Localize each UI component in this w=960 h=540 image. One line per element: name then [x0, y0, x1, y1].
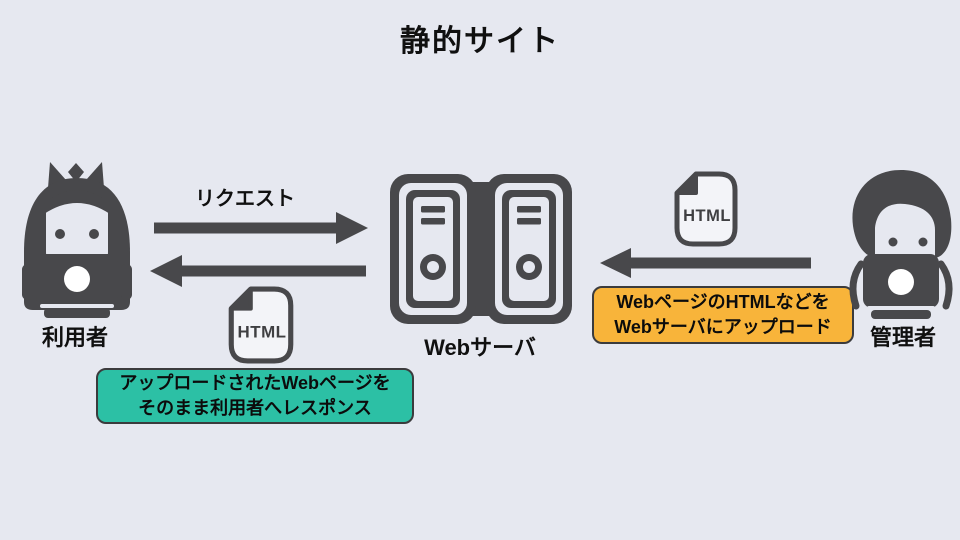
response-arrow-icon	[150, 255, 366, 287]
html-file-text: HTML	[683, 207, 731, 225]
upload-note: WebページのHTMLなどを Webサーバにアップロード	[592, 286, 854, 344]
page-title: 静的サイト	[400, 25, 560, 58]
response-note-line1: アップロードされたWebページを	[119, 372, 391, 393]
server-label: Webサーバ	[424, 335, 536, 360]
response-note-line2: そのまま利用者へレスポンス	[138, 398, 372, 418]
html-file-icon-response: HTML	[228, 286, 294, 364]
upload-note-line1: WebページのHTMLなどを	[616, 291, 830, 312]
upload-note-line2: Webサーバにアップロード	[614, 317, 832, 337]
user-label: 利用者	[41, 325, 108, 350]
request-arrow-icon	[154, 212, 368, 244]
admin-person-icon	[849, 170, 953, 319]
web-server-icon	[390, 174, 572, 324]
user-person-icon	[22, 162, 132, 318]
request-label: リクエスト	[195, 188, 295, 210]
upload-arrow-icon	[600, 248, 811, 278]
admin-label: 管理者	[869, 325, 936, 350]
html-file-text: HTML	[238, 322, 287, 341]
html-file-icon-upload: HTML	[674, 171, 738, 247]
response-note: アップロードされたWebページを そのまま利用者へレスポンス	[96, 368, 414, 424]
